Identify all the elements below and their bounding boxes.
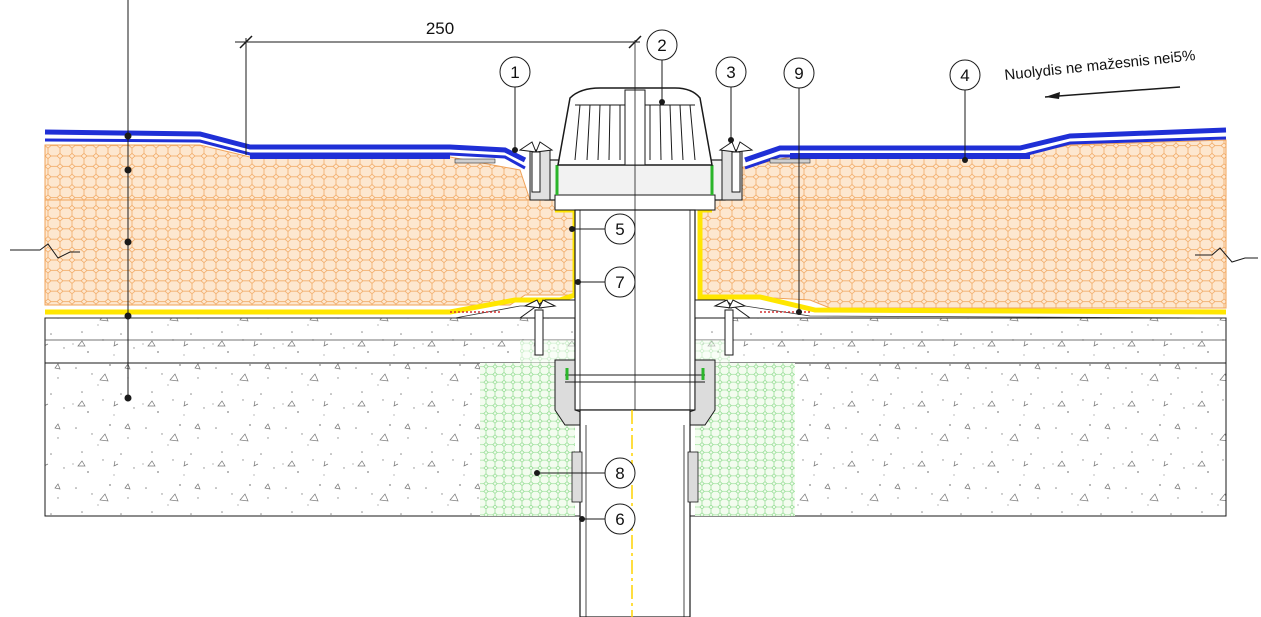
callout-5: 5	[569, 213, 636, 245]
callout-9-label: 9	[794, 64, 803, 83]
clamp-bolt-left	[518, 141, 554, 193]
layer-leader-dots	[124, 132, 132, 402]
callout-4-label: 4	[960, 66, 969, 85]
callout-6: 6	[579, 503, 636, 535]
lower-insulation-left	[44, 199, 576, 306]
callout-8-label: 8	[615, 464, 624, 483]
callout-8: 8	[534, 457, 636, 489]
break-line-left	[10, 243, 80, 259]
lower-insulation-right	[699, 199, 1227, 309]
membrane-left	[44, 129, 527, 163]
outlet-pipe	[579, 409, 691, 617]
dimension-250: 250	[235, 19, 642, 155]
callout-5-label: 5	[615, 220, 624, 239]
dimension-value: 250	[426, 19, 454, 38]
membrane-right	[744, 127, 1227, 163]
callout-6-label: 6	[615, 510, 624, 529]
slope-annotation: Nuolydis ne mažesnis nei5%	[1004, 47, 1196, 99]
slope-note: Nuolydis ne mažesnis nei5%	[1004, 47, 1196, 84]
callout-2: 2	[646, 29, 678, 105]
lower-bolt-left	[523, 299, 557, 356]
callout-7: 7	[575, 266, 636, 298]
callout-2-label: 2	[657, 36, 666, 55]
break-line-right	[1195, 247, 1258, 263]
callout-1: 1	[499, 56, 531, 153]
callout-3-label: 3	[726, 63, 735, 82]
lower-bolt-right	[713, 299, 747, 356]
callout-9: 9	[783, 57, 815, 315]
callout-1-label: 1	[510, 63, 519, 82]
callout-3: 3	[715, 56, 747, 143]
callout-4: 4	[949, 59, 981, 163]
callout-7-label: 7	[615, 273, 624, 292]
clamp-bolt-right	[718, 141, 754, 193]
